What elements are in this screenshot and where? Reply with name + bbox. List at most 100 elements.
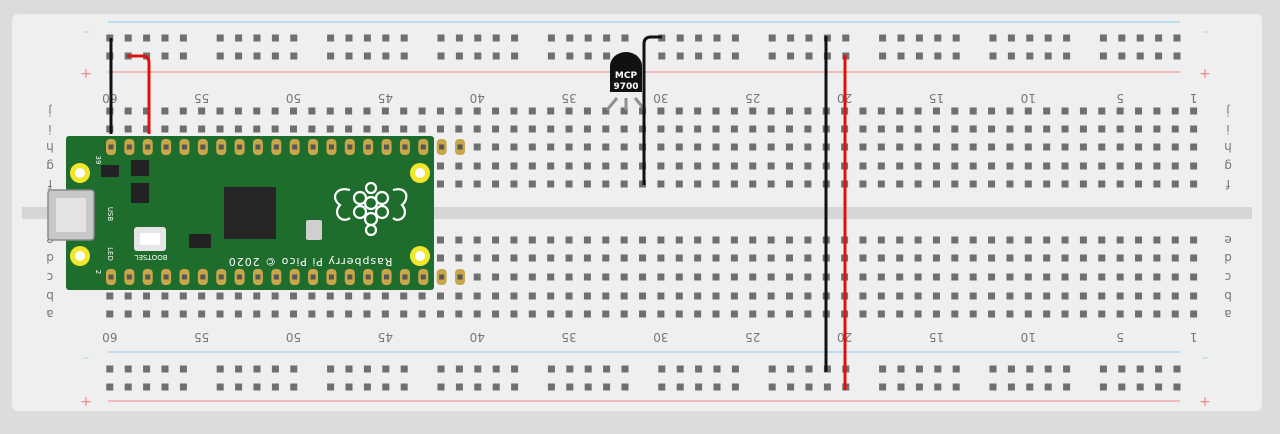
breadboard-hole[interactable] <box>1116 236 1124 244</box>
breadboard-hole[interactable] <box>1171 125 1179 133</box>
breadboard-hole[interactable] <box>657 254 665 262</box>
breadboard-hole[interactable] <box>675 125 683 133</box>
breadboard-hole[interactable] <box>1190 273 1198 281</box>
breadboard-hole[interactable] <box>914 273 922 281</box>
rail-hole[interactable] <box>455 52 463 60</box>
rail-hole[interactable] <box>695 383 703 391</box>
rail-hole[interactable] <box>805 52 813 60</box>
breadboard-hole[interactable] <box>1153 254 1161 262</box>
breadboard-hole[interactable] <box>951 143 959 151</box>
breadboard-hole[interactable] <box>1171 292 1179 300</box>
rail-hole[interactable] <box>768 365 776 373</box>
breadboard-hole[interactable] <box>712 180 720 188</box>
breadboard-hole[interactable] <box>602 310 610 318</box>
rail-hole[interactable] <box>492 383 500 391</box>
rail-hole[interactable] <box>658 365 666 373</box>
breadboard-hole[interactable] <box>1079 107 1087 115</box>
breadboard-hole[interactable] <box>785 107 793 115</box>
breadboard-hole[interactable] <box>804 107 812 115</box>
rail-hole[interactable] <box>235 34 243 42</box>
breadboard-hole[interactable] <box>547 292 555 300</box>
breadboard-hole[interactable] <box>712 162 720 170</box>
breadboard-hole[interactable] <box>565 143 573 151</box>
breadboard-hole[interactable] <box>1153 162 1161 170</box>
breadboard-hole[interactable] <box>896 254 904 262</box>
rail-hole[interactable] <box>566 365 574 373</box>
breadboard-hole[interactable] <box>1116 107 1124 115</box>
rail-hole[interactable] <box>676 52 684 60</box>
breadboard-hole[interactable] <box>510 162 518 170</box>
rail-hole[interactable] <box>915 34 923 42</box>
rail-hole[interactable] <box>713 34 721 42</box>
breadboard-hole[interactable] <box>1190 107 1198 115</box>
breadboard-hole[interactable] <box>1098 180 1106 188</box>
breadboard-hole[interactable] <box>363 125 371 133</box>
breadboard-hole[interactable] <box>528 162 536 170</box>
breadboard-hole[interactable] <box>914 236 922 244</box>
breadboard-hole[interactable] <box>1153 292 1161 300</box>
breadboard-hole[interactable] <box>436 292 444 300</box>
breadboard-hole[interactable] <box>639 236 647 244</box>
breadboard-hole[interactable] <box>510 143 518 151</box>
breadboard-hole[interactable] <box>749 292 757 300</box>
rail-hole[interactable] <box>1173 383 1181 391</box>
breadboard-hole[interactable] <box>1116 273 1124 281</box>
breadboard-hole[interactable] <box>877 236 885 244</box>
rail-hole[interactable] <box>216 34 224 42</box>
breadboard-hole[interactable] <box>510 254 518 262</box>
rail-hole[interactable] <box>363 52 371 60</box>
rail-hole[interactable] <box>768 34 776 42</box>
breadboard-hole[interactable] <box>877 143 885 151</box>
breadboard-hole[interactable] <box>1006 273 1014 281</box>
rail-hole[interactable] <box>400 365 408 373</box>
breadboard-hole[interactable] <box>749 162 757 170</box>
breadboard-hole[interactable] <box>859 292 867 300</box>
breadboard-hole[interactable] <box>1153 107 1161 115</box>
breadboard-hole[interactable] <box>1006 143 1014 151</box>
raspberry-pi-pico[interactable]: Raspberry Pi Pico © 2020 BOOTSEL USB LED… <box>47 136 466 290</box>
breadboard-hole[interactable] <box>583 254 591 262</box>
breadboard-hole[interactable] <box>492 162 500 170</box>
breadboard-hole[interactable] <box>565 180 573 188</box>
rail-hole[interactable] <box>179 52 187 60</box>
rail-hole[interactable] <box>787 34 795 42</box>
breadboard-hole[interactable] <box>1079 292 1087 300</box>
rail-hole[interactable] <box>179 383 187 391</box>
rail-hole[interactable] <box>511 52 519 60</box>
breadboard-hole[interactable] <box>988 273 996 281</box>
breadboard-hole[interactable] <box>951 236 959 244</box>
breadboard-hole[interactable] <box>749 125 757 133</box>
breadboard-hole[interactable] <box>1043 162 1051 170</box>
breadboard-hole[interactable] <box>730 292 738 300</box>
breadboard-hole[interactable] <box>657 273 665 281</box>
rail-hole[interactable] <box>566 52 574 60</box>
breadboard-hole[interactable] <box>951 180 959 188</box>
breadboard-hole[interactable] <box>785 180 793 188</box>
breadboard-hole[interactable] <box>896 107 904 115</box>
rail-hole[interactable] <box>1118 34 1126 42</box>
breadboard-hole[interactable] <box>1171 162 1179 170</box>
breadboard-hole[interactable] <box>1061 143 1069 151</box>
breadboard-hole[interactable] <box>290 125 297 133</box>
breadboard-hole[interactable] <box>859 273 867 281</box>
breadboard-hole[interactable] <box>896 310 904 318</box>
breadboard-hole[interactable] <box>1006 107 1014 115</box>
rail-hole[interactable] <box>1173 52 1181 60</box>
breadboard-hole[interactable] <box>730 107 738 115</box>
breadboard-hole[interactable] <box>1079 143 1087 151</box>
breadboard-hole[interactable] <box>969 107 977 115</box>
mcp9700-temperature-sensor[interactable]: MCP 9700 <box>605 52 647 111</box>
rail-hole[interactable] <box>106 365 114 373</box>
rail-hole[interactable] <box>1044 365 1052 373</box>
breadboard-hole[interactable] <box>583 143 591 151</box>
breadboard-hole[interactable] <box>785 236 793 244</box>
breadboard-hole[interactable] <box>694 162 702 170</box>
breadboard-hole[interactable] <box>1098 292 1106 300</box>
breadboard-hole[interactable] <box>381 292 389 300</box>
breadboard-hole[interactable] <box>694 143 702 151</box>
breadboard-hole[interactable] <box>547 143 555 151</box>
breadboard-hole[interactable] <box>492 273 500 281</box>
rail-hole[interactable] <box>253 383 261 391</box>
rail-hole[interactable] <box>879 365 887 373</box>
breadboard-hole[interactable] <box>326 125 334 133</box>
